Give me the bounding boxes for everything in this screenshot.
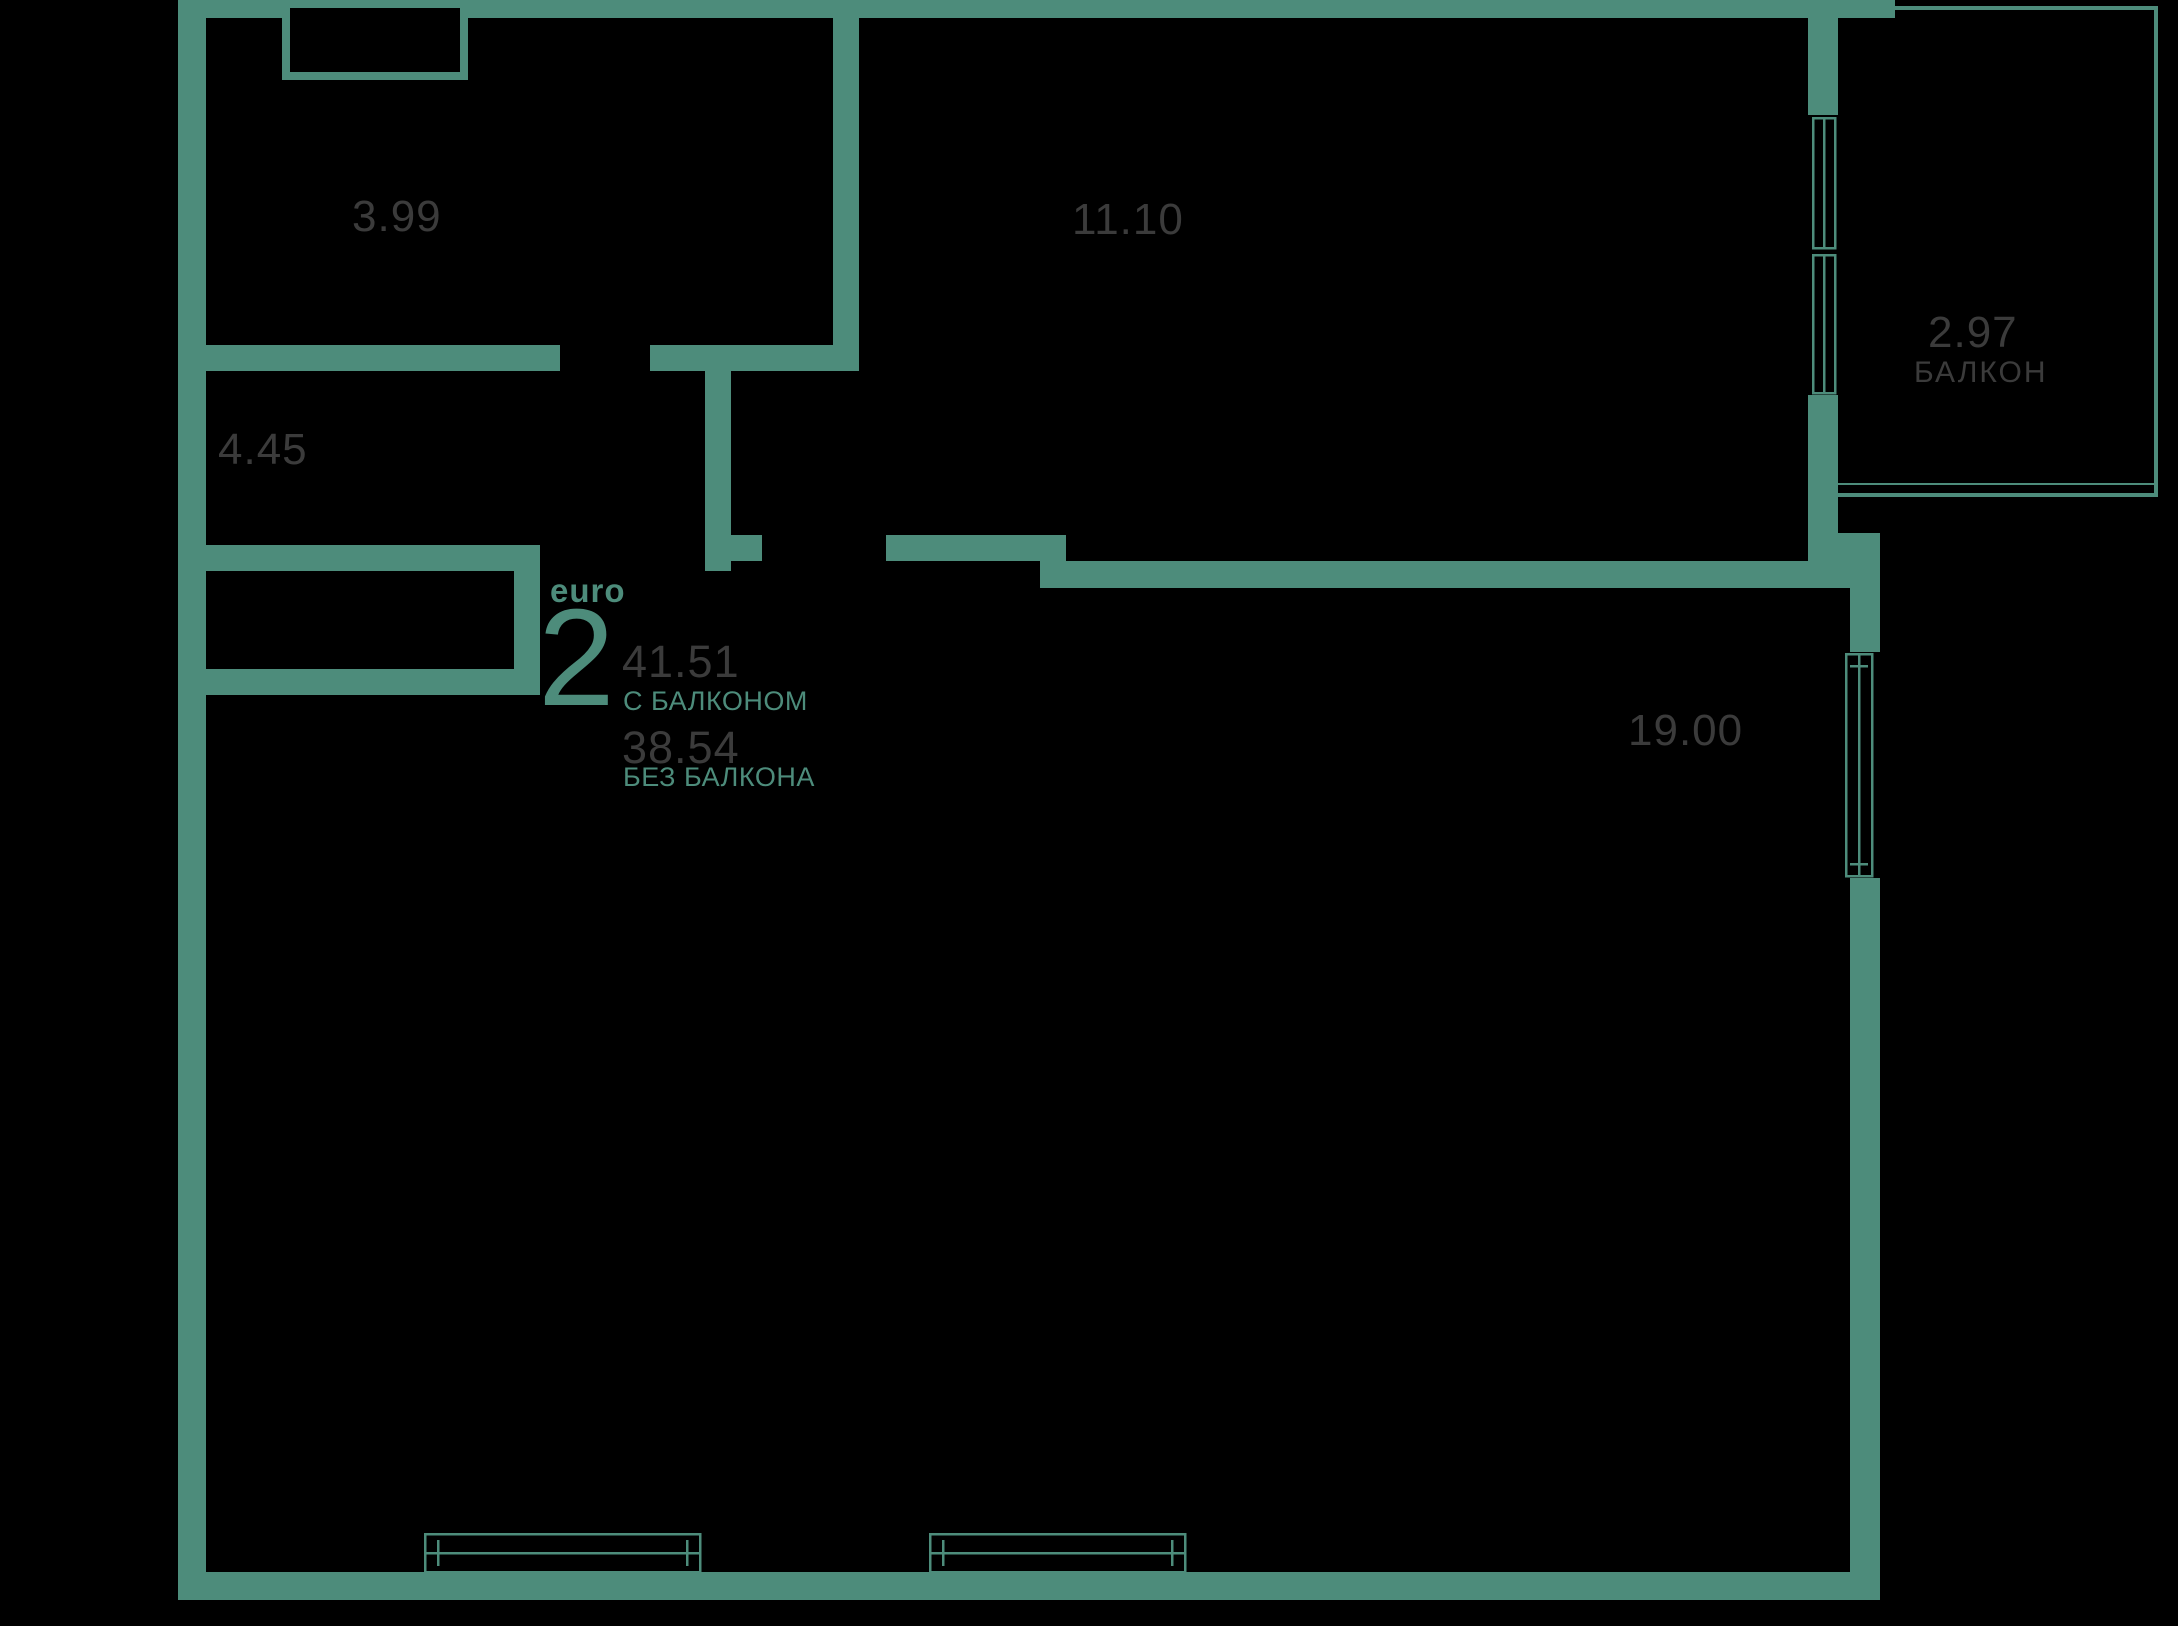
area-without-balcony: 38.54 — [622, 722, 740, 773]
without-balcony-label: БЕЗ БАЛКОНА — [623, 762, 815, 792]
balcony-outline — [1838, 6, 2158, 497]
outer-walls — [178, 0, 1895, 1600]
balcony-area-label: 2.97 — [1928, 308, 2018, 357]
room-area-top-middle: 11.10 — [1072, 195, 1184, 244]
room-area-hallway: 4.45 — [218, 425, 308, 474]
bottom-window-right-symbol — [928, 1532, 1187, 1574]
shaft-niche — [282, 8, 468, 80]
room-area-living: 19.00 — [1628, 706, 1744, 755]
plan-type-label: euro — [550, 572, 626, 609]
balcony-window-symbol — [1811, 116, 1837, 395]
interior-walls — [178, 0, 1850, 695]
bottom-window-left-symbol — [423, 1532, 702, 1574]
rooms-count: 2 — [538, 581, 615, 735]
balcony-name-label: БАЛКОН — [1914, 356, 2048, 389]
room-area-top-left: 3.99 — [352, 192, 442, 241]
with-balcony-label: С БАЛКОНОМ — [623, 686, 808, 716]
area-with-balcony: 41.51 — [622, 636, 740, 687]
living-room-window-symbol — [1844, 652, 1874, 878]
